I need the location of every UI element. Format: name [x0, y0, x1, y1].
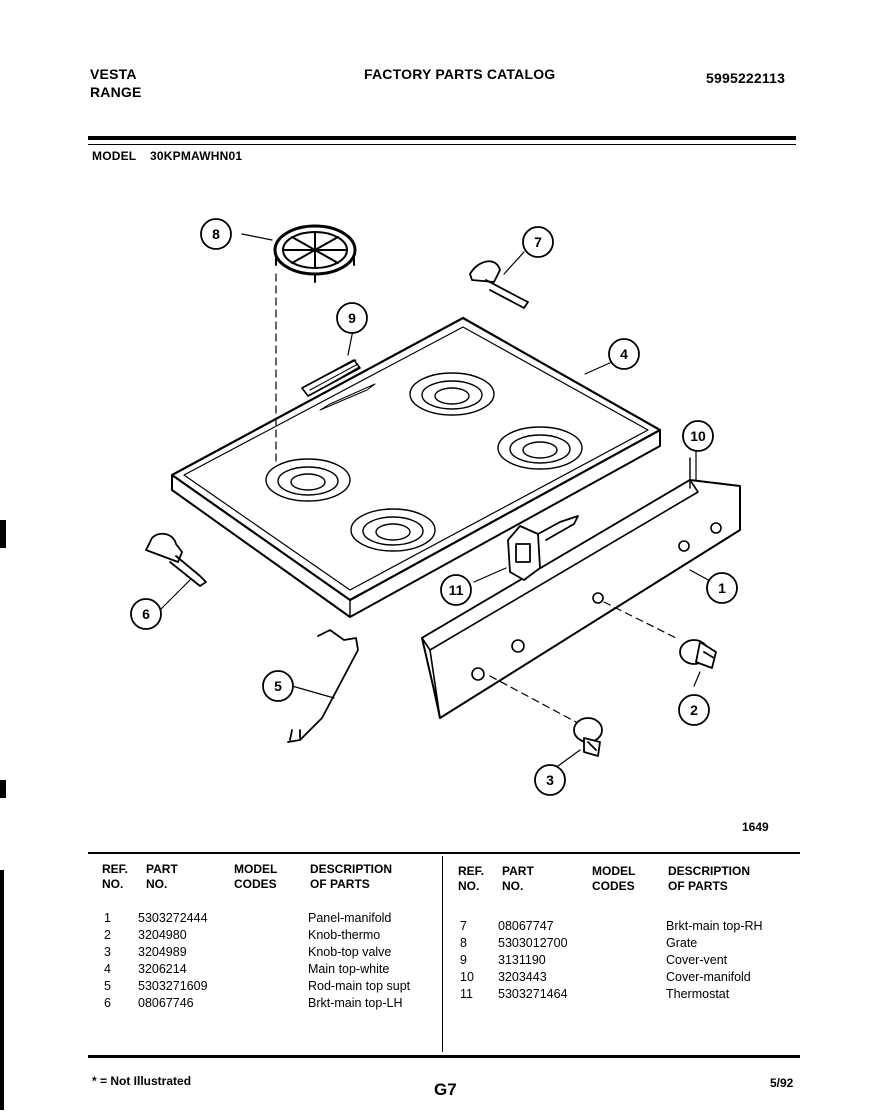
table-bottom-rule	[88, 1055, 800, 1058]
scan-edge-mark	[0, 870, 4, 1110]
callout-1: 1	[718, 580, 726, 596]
table-column-divider	[442, 856, 443, 1052]
model-number: 30KPMAWHN01	[150, 149, 243, 163]
table-cell: 3203443	[498, 970, 547, 984]
table-cell: 1	[104, 911, 111, 925]
callout-6: 6	[142, 606, 150, 622]
main-top-part-4	[170, 316, 662, 618]
table-cell: 9	[460, 953, 467, 967]
table-cell: Brkt-main top-RH	[666, 919, 763, 933]
table-cell: 3204989	[138, 945, 187, 959]
scan-edge-mark	[0, 780, 6, 798]
table-cell: 3204980	[138, 928, 187, 942]
table-cell: 11	[460, 987, 473, 1001]
table-cell: 5303271609	[138, 979, 208, 993]
left-ref-column: 1 2 3 4 5 6	[104, 910, 111, 1012]
callout-4: 4	[620, 346, 628, 362]
table-cell: Grate	[666, 936, 698, 950]
model-label: MODEL	[92, 149, 137, 163]
table-top-rule	[88, 852, 800, 854]
table-cell: 3	[104, 945, 111, 959]
table-cell: Knob-thermo	[308, 928, 381, 942]
table-cell: 08067746	[138, 996, 194, 1010]
table-cell: Rod-main top supt	[308, 979, 411, 993]
right-description-column: Brkt-main top-RH Grate Cover-vent Cover-…	[666, 918, 763, 1003]
table-cell: 6	[104, 996, 111, 1010]
publication-date: 5/92	[770, 1076, 794, 1090]
scan-edge-mark	[0, 520, 6, 548]
table-cell: Thermostat	[666, 987, 730, 1001]
callout-5: 5	[274, 678, 282, 694]
left-description-column: Panel-manifold Knob-thermo Knob-top valv…	[308, 910, 410, 1012]
page-code: G7	[434, 1080, 457, 1099]
header-ref-no-right: REF.NO.	[458, 864, 485, 893]
callout-2: 2	[690, 702, 698, 718]
callout-markers	[130, 218, 738, 796]
table-cell: 3131190	[498, 953, 546, 967]
callout-11: 11	[449, 582, 464, 598]
table-cell: 5	[104, 979, 111, 993]
table-cell: 5303012700	[498, 936, 568, 950]
thermostat-part-11	[473, 515, 579, 583]
table-cell: Brkt-main top-LH	[308, 996, 403, 1010]
table-cell: 2	[104, 928, 111, 942]
callout-3: 3	[546, 772, 554, 788]
header-ref-no-left: REF.NO.	[102, 862, 129, 891]
not-illustrated-note: * = Not Illustrated	[92, 1074, 192, 1088]
cover-manifold-part-10	[689, 451, 697, 489]
table-cell: 5303272444	[138, 911, 208, 925]
table-cell: 08067747	[498, 919, 554, 933]
table-cell: Cover-vent	[666, 953, 728, 967]
knob-thermo-part-2	[679, 639, 717, 687]
bracket-lh-part-6	[145, 532, 207, 611]
left-part-column: 5303272444 3204980 3204989 3206214 53032…	[138, 910, 208, 1012]
catalog-number: 5995222113	[706, 70, 786, 86]
callout-10: 10	[690, 428, 706, 444]
knob-valve-part-3	[557, 717, 603, 767]
callout-7: 7	[534, 234, 542, 250]
table-cell: Cover-manifold	[666, 970, 751, 984]
callout-8: 8	[212, 226, 220, 242]
table-cell: Panel-manifold	[308, 911, 392, 925]
header-rule-thick	[88, 136, 796, 140]
product-type: RANGE	[90, 84, 142, 100]
right-ref-column: 7 8 9 10 11	[460, 918, 474, 1003]
table-cell: 7	[460, 919, 467, 933]
table-cell: 8	[460, 936, 467, 950]
bracket-rh-part-7	[469, 251, 529, 309]
table-cell: 4	[104, 962, 111, 976]
grate-part-8	[241, 224, 357, 283]
exploded-parts-diagram: 1 2 3 4 5 6 7 8 9 10 11	[130, 218, 741, 796]
header-rule-thin	[88, 144, 796, 145]
table-cell: Knob-top valve	[308, 945, 392, 959]
rod-part-5	[287, 629, 359, 743]
catalog-title: FACTORY PARTS CATALOG	[364, 66, 556, 82]
table-cell: 3206214	[138, 962, 187, 976]
cover-vent-part-9	[301, 329, 361, 397]
brand-name: VESTA	[90, 66, 137, 82]
knob-thermo-leader-line	[603, 601, 677, 639]
figure-number: 1649	[742, 820, 769, 834]
knob-valve-leader-line	[489, 675, 577, 723]
table-cell: 5303271464	[498, 987, 568, 1001]
right-part-column: 08067747 5303012700 3131190 3203443 5303…	[498, 918, 568, 1003]
table-cell: 10	[460, 970, 474, 984]
table-cell: Main top-white	[308, 962, 390, 976]
callout-9: 9	[348, 310, 356, 326]
